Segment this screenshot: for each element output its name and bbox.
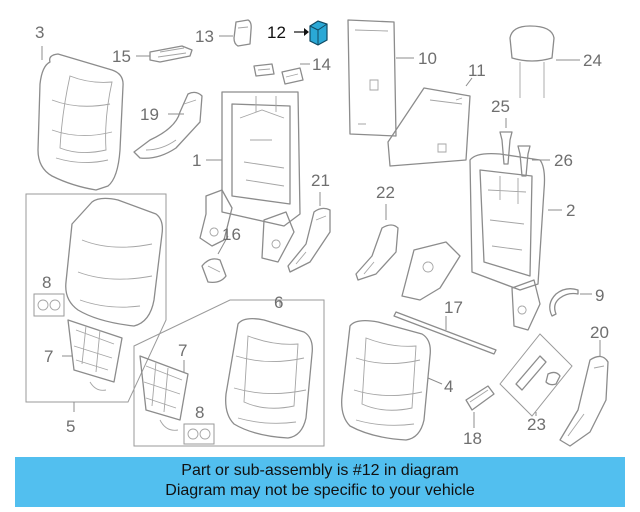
callout-17: 17	[444, 298, 463, 317]
callout-15: 15	[112, 47, 131, 66]
part-4-seat-back-pad	[341, 320, 443, 441]
parts-diagram: 3 13 12 15 14 10 11	[25, 19, 609, 448]
callout-3: 3	[35, 23, 44, 42]
callout-25: 25	[491, 97, 510, 116]
part-26-guide	[517, 145, 550, 177]
part-1-seat-back-frame	[199, 91, 301, 263]
callout-14: 14	[312, 55, 331, 74]
callout-2: 2	[566, 201, 575, 220]
callout-7b: 7	[178, 341, 187, 360]
part-17-rod	[393, 311, 497, 355]
callout-4: 4	[444, 377, 453, 396]
part-12-highlighted-cap	[294, 20, 328, 46]
part-3-seat-back-cover	[37, 46, 124, 191]
part-19-side-trim	[133, 91, 203, 159]
callout-7a: 7	[44, 347, 53, 366]
banner-line-2: Diagram may not be specific to your vehi…	[165, 482, 475, 499]
part-13-trim-cap	[219, 19, 252, 47]
part-2-seat-back-frame	[401, 152, 562, 331]
part-20-side-cover	[559, 340, 609, 447]
part-15-bracket	[136, 45, 193, 63]
callout-21: 21	[311, 171, 330, 190]
callout-19: 19	[140, 105, 159, 124]
part-5-group-box	[25, 193, 167, 412]
part-25-guide	[499, 118, 513, 165]
callout-24: 24	[583, 51, 602, 70]
part-6-group-box	[133, 299, 325, 447]
callout-12: 12	[267, 23, 286, 42]
part-24-headrest	[509, 25, 580, 98]
part-11-back-panel	[387, 77, 473, 167]
part-22-hinge-cover	[355, 204, 399, 281]
callout-8a: 8	[42, 273, 51, 292]
part-18-trim-piece	[465, 385, 495, 428]
callout-23: 23	[527, 415, 546, 434]
info-banner: Part or sub-assembly is #12 in diagram D…	[15, 457, 625, 507]
callout-9: 9	[595, 286, 604, 305]
callout-20: 20	[590, 323, 609, 342]
part-23-group-box	[499, 333, 573, 417]
callout-11: 11	[468, 61, 486, 80]
callout-6: 6	[274, 293, 283, 312]
part-10-back-panel	[347, 19, 414, 137]
part-9-spring-clip	[549, 288, 592, 317]
callout-13: 13	[195, 27, 214, 46]
callout-5: 5	[66, 417, 75, 436]
part-21-hinge-cover	[287, 192, 331, 273]
callout-22: 22	[376, 183, 395, 202]
part-14-clips	[253, 63, 310, 85]
part-16-knob	[201, 235, 229, 284]
callout-1: 1	[192, 151, 201, 170]
callout-8b: 8	[195, 403, 204, 422]
callout-18: 18	[463, 429, 482, 448]
callout-26: 26	[554, 151, 573, 170]
banner-line-1: Part or sub-assembly is #12 in diagram	[181, 462, 459, 479]
callout-10: 10	[418, 49, 437, 68]
callout-16: 16	[222, 225, 241, 244]
